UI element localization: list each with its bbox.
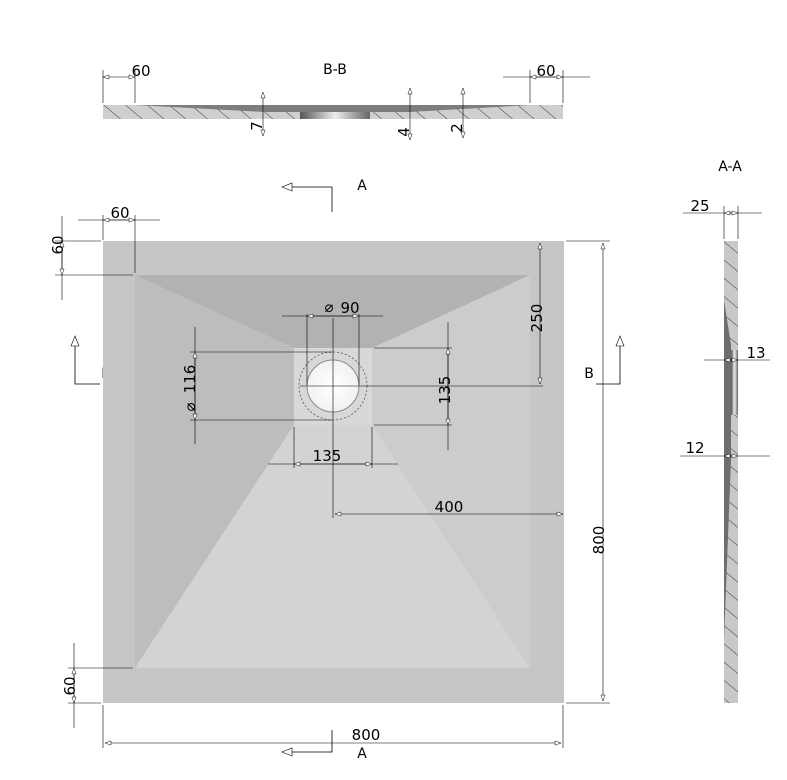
- bb-dim-left-label: 60: [131, 62, 150, 80]
- marker-a-bottom-label: A: [357, 746, 367, 762]
- section-marker-a-top: A: [281, 178, 367, 212]
- plan-dim-135h-label: 135: [313, 447, 342, 465]
- marker-b-left-line: [70, 335, 100, 385]
- marker-a-top-label: A: [357, 178, 367, 194]
- tray-face-right: [372, 275, 530, 668]
- marker-a-bottom-line: [281, 730, 333, 757]
- section-marker-b-right: B: [584, 335, 625, 385]
- bb-dim-4-label: 4: [395, 127, 413, 137]
- section-aa-drain-slot: [731, 350, 738, 415]
- section-bb-recess: [135, 105, 530, 112]
- aa-dim-25-label: 25: [690, 197, 709, 215]
- plan-dim-90-label: 90: [340, 299, 359, 317]
- plan-dim-250-label: 250: [528, 304, 546, 333]
- plan-dim-bottom-60-label: 60: [61, 676, 79, 695]
- tray-face-top: [135, 275, 530, 348]
- section-bb-drain-slot: [300, 112, 370, 119]
- section-marker-a-bottom: A: [281, 730, 367, 762]
- plan-dim-116-symbol: ⌀: [181, 402, 199, 411]
- marker-b-right-line: [596, 335, 625, 385]
- marker-b-right-label: B: [584, 366, 594, 382]
- tray-face-left: [135, 275, 294, 668]
- plan-dim-400-label: 400: [435, 498, 464, 516]
- aa-dim-12-label: 12: [685, 439, 704, 457]
- bb-dim-right-label: 60: [536, 62, 555, 80]
- plan-dim-800w-label: 800: [352, 726, 381, 744]
- aa-dim-13-label: 13: [746, 344, 765, 362]
- section-aa-title: A-A: [718, 159, 742, 175]
- bb-dim-2-label: 2: [448, 123, 466, 133]
- plan-dim-90-symbol: ⌀: [324, 298, 333, 316]
- plan-dim-800h-label: 800: [590, 526, 608, 555]
- plan-dim-top-60-label: 60: [110, 204, 129, 222]
- plan-dim-left-60-label: 60: [49, 235, 67, 254]
- tray-face-bottom: [135, 425, 530, 668]
- plan-dim-116-label: 116: [181, 365, 199, 394]
- bb-dim-7-label: 7: [248, 121, 266, 131]
- section-aa-recess: [724, 300, 731, 640]
- plan-view: 60 60 60 ⌀ 90 ⌀ 116 135: [49, 204, 610, 748]
- section-bb-title: B-B: [323, 62, 347, 78]
- section-bb: B-B 60 60 7 4 2: [102, 62, 590, 141]
- marker-a-top-line: [281, 182, 333, 212]
- plan-dim-135v-label: 135: [436, 376, 454, 405]
- section-aa: A-A 25 13 12: [680, 159, 770, 703]
